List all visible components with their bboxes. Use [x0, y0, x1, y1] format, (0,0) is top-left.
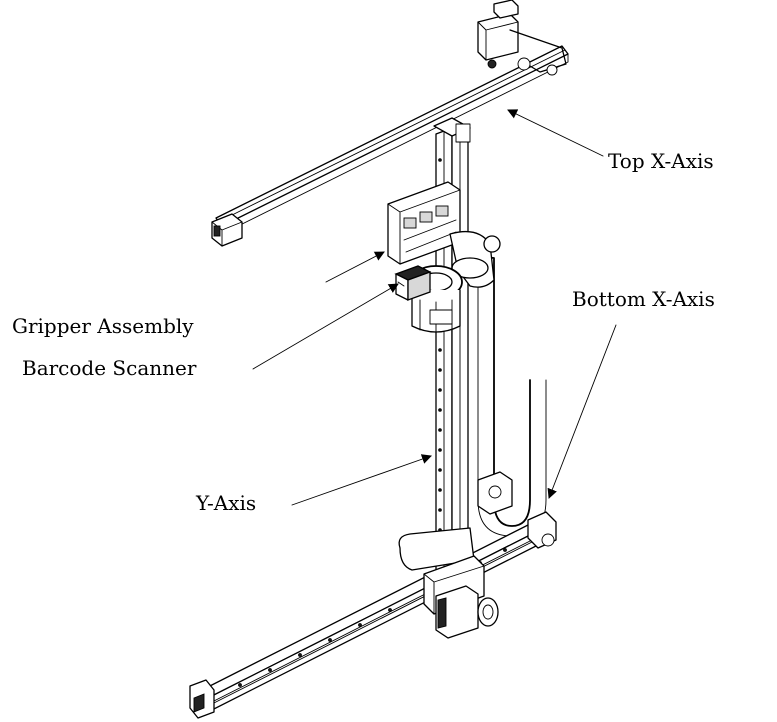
barcode-scanner — [394, 265, 432, 301]
leader-barcode-scanner — [252, 283, 399, 370]
label-y-axis: Y-Axis — [195, 491, 256, 515]
top-x-axis-rail — [211, 0, 569, 247]
leader-top-x-axis — [507, 109, 604, 157]
bottom-rail-hole-pattern — [238, 548, 507, 687]
label-gripper-assembly: Gripper Assembly — [12, 314, 194, 338]
label-bottom-x-axis: Bottom X-Axis — [572, 287, 715, 311]
leader-bottom-x-axis — [547, 324, 617, 499]
label-top-x-axis: Top X-Axis — [608, 149, 714, 173]
callout-labels: Top X-Axis Gripper Assembly Barcode Scan… — [12, 149, 715, 515]
gripper-assembly — [387, 181, 501, 335]
callout-leaders — [252, 109, 617, 506]
leader-y-axis — [291, 454, 432, 506]
bottom-x-axis-rail — [189, 471, 557, 719]
leader-gripper-assembly — [325, 251, 385, 283]
label-barcode-scanner: Barcode Scanner — [22, 356, 197, 380]
